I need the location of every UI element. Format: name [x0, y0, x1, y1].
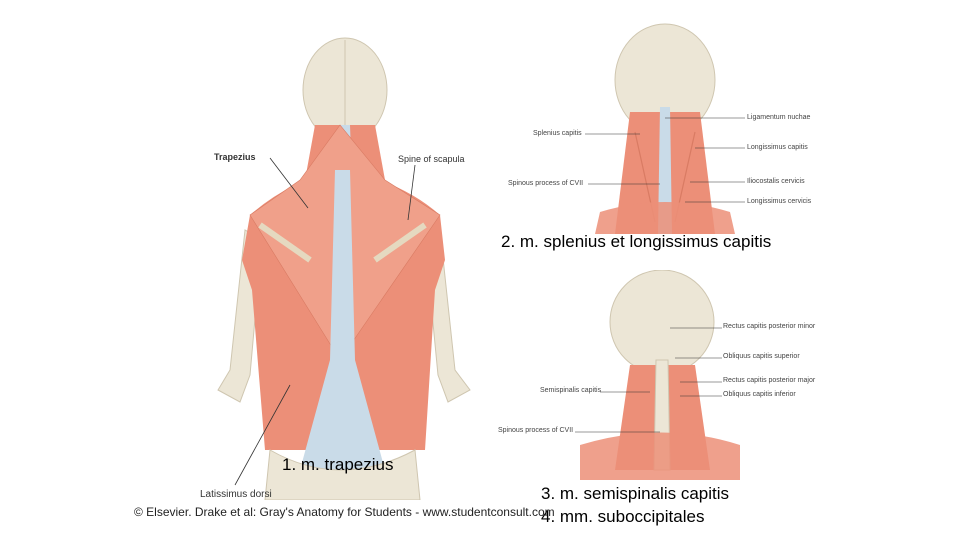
label-rectus-posterior-minor: Rectus capitis posterior minor	[723, 323, 816, 330]
label-rectus-posterior-major: Rectus capitis posterior major	[723, 377, 816, 384]
label-trapezius: Trapezius	[214, 152, 256, 162]
label-latissimus-dorsi: Latissimus dorsi	[200, 489, 272, 500]
caption-suboccipitales: 4. mm. suboccipitales	[541, 507, 705, 526]
label-iliocostalis-cervicis: Iliocostalis cervicis	[747, 178, 805, 185]
leader-lines-bottom	[575, 327, 722, 433]
label-spinous-process-cvii-bottom: Spinous process of CVII	[498, 427, 574, 434]
label-obliquus-inferior: Obliquus capitis inferior	[723, 391, 796, 398]
label-obliquus-superior: Obliquus capitis superior	[723, 353, 800, 360]
leader-lines-top	[585, 117, 745, 203]
label-ligamentum-nuchae: Ligamentum nuchae	[747, 114, 811, 121]
label-longissimus-cervicis: Longissimus cervicis	[747, 198, 812, 205]
caption-splenius-longissimus: 2. m. splenius et longissimus capitis	[501, 232, 772, 251]
label-splenius-capitis: Splenius capitis	[533, 130, 582, 137]
back-muscles-illustration	[217, 37, 471, 500]
copyright-credit: © Elsevier. Drake et al: Gray's Anatomy …	[134, 505, 555, 519]
label-longissimus-capitis: Longissimus capitis	[747, 144, 808, 151]
caption-trapezius: 1. m. trapezius	[282, 455, 394, 474]
neck-muscles-illustration-top	[595, 23, 735, 234]
label-spinous-process-cvii-top: Spinous process of CVII	[508, 180, 584, 187]
label-spine-of-scapula: Spine of scapula	[398, 154, 465, 164]
caption-semispinalis: 3. m. semispinalis capitis	[541, 484, 730, 503]
label-semispinalis-capitis: Semispinalis capitis	[540, 387, 602, 394]
neck-muscles-illustration-bottom	[580, 270, 740, 480]
